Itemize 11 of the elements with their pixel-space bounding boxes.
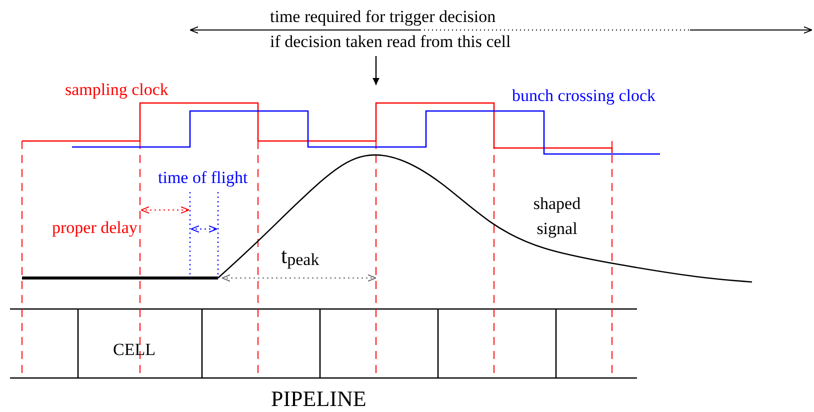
- clock-label: bunch crossing clock: [512, 87, 656, 106]
- dimension-label: time of flight: [158, 169, 248, 188]
- annotation-text: if decision taken read from this cell: [270, 33, 511, 52]
- dimension-label: time required for trigger decision: [270, 8, 496, 27]
- cell-label: CELL: [113, 341, 156, 360]
- dimension-label: proper delay: [52, 219, 138, 238]
- leader-arrow: [372, 56, 380, 85]
- clock-label: sampling clock: [65, 81, 168, 100]
- dimension-label: t$_{peak}$: [281, 244, 320, 270]
- pipeline-label: PIPELINE: [271, 387, 366, 412]
- signal-label: shaped signal: [532, 193, 582, 240]
